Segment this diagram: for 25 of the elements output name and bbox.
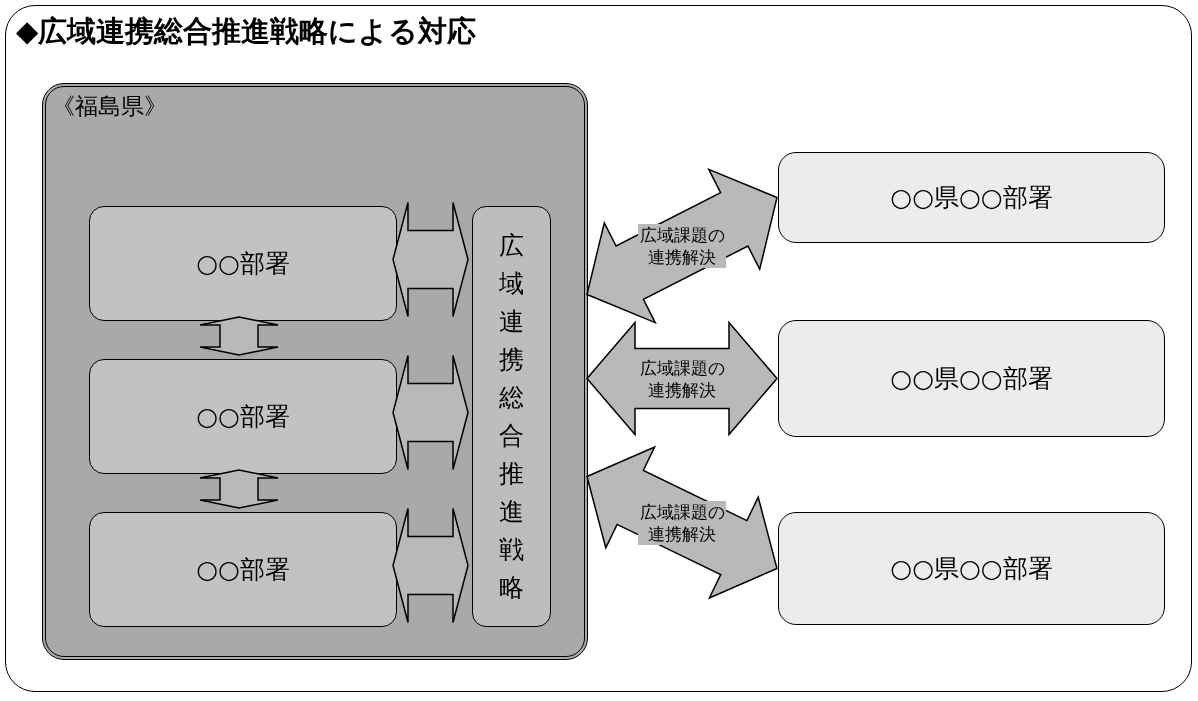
- node-label: ○○部署: [196, 401, 290, 433]
- node-label: ○○部署: [196, 554, 290, 586]
- double-arrow: [392, 507, 469, 624]
- department-box: [89, 512, 397, 627]
- department-box: [89, 359, 397, 474]
- prefecture-panel: [42, 83, 588, 660]
- edge-label: 広域課題の連携解決: [638, 224, 726, 268]
- node-label: ○○県○○部署: [890, 363, 1053, 395]
- double-arrow: [392, 354, 469, 471]
- department-box: [778, 152, 1165, 243]
- node-label: 広域連携総合推進戦略: [498, 229, 525, 604]
- department-box: [778, 512, 1165, 625]
- department-box: [89, 206, 397, 321]
- node-label: ○○県○○部署: [890, 553, 1053, 585]
- department-box: [778, 320, 1165, 437]
- edge-label: 広域課題の連携解決: [638, 356, 726, 401]
- panel-heading: 《福島県》: [52, 93, 167, 121]
- edge-label: 広域課題の連携解決: [638, 500, 726, 545]
- node-label: ○○県○○部署: [890, 182, 1053, 214]
- strategy-box: [472, 206, 551, 627]
- double-arrow: [199, 316, 279, 356]
- double-arrow: [392, 201, 469, 318]
- title: ◆広域連携総合推進戦略による対応: [16, 14, 477, 49]
- node-label: ○○部署: [196, 248, 290, 280]
- double-arrow: [199, 469, 279, 509]
